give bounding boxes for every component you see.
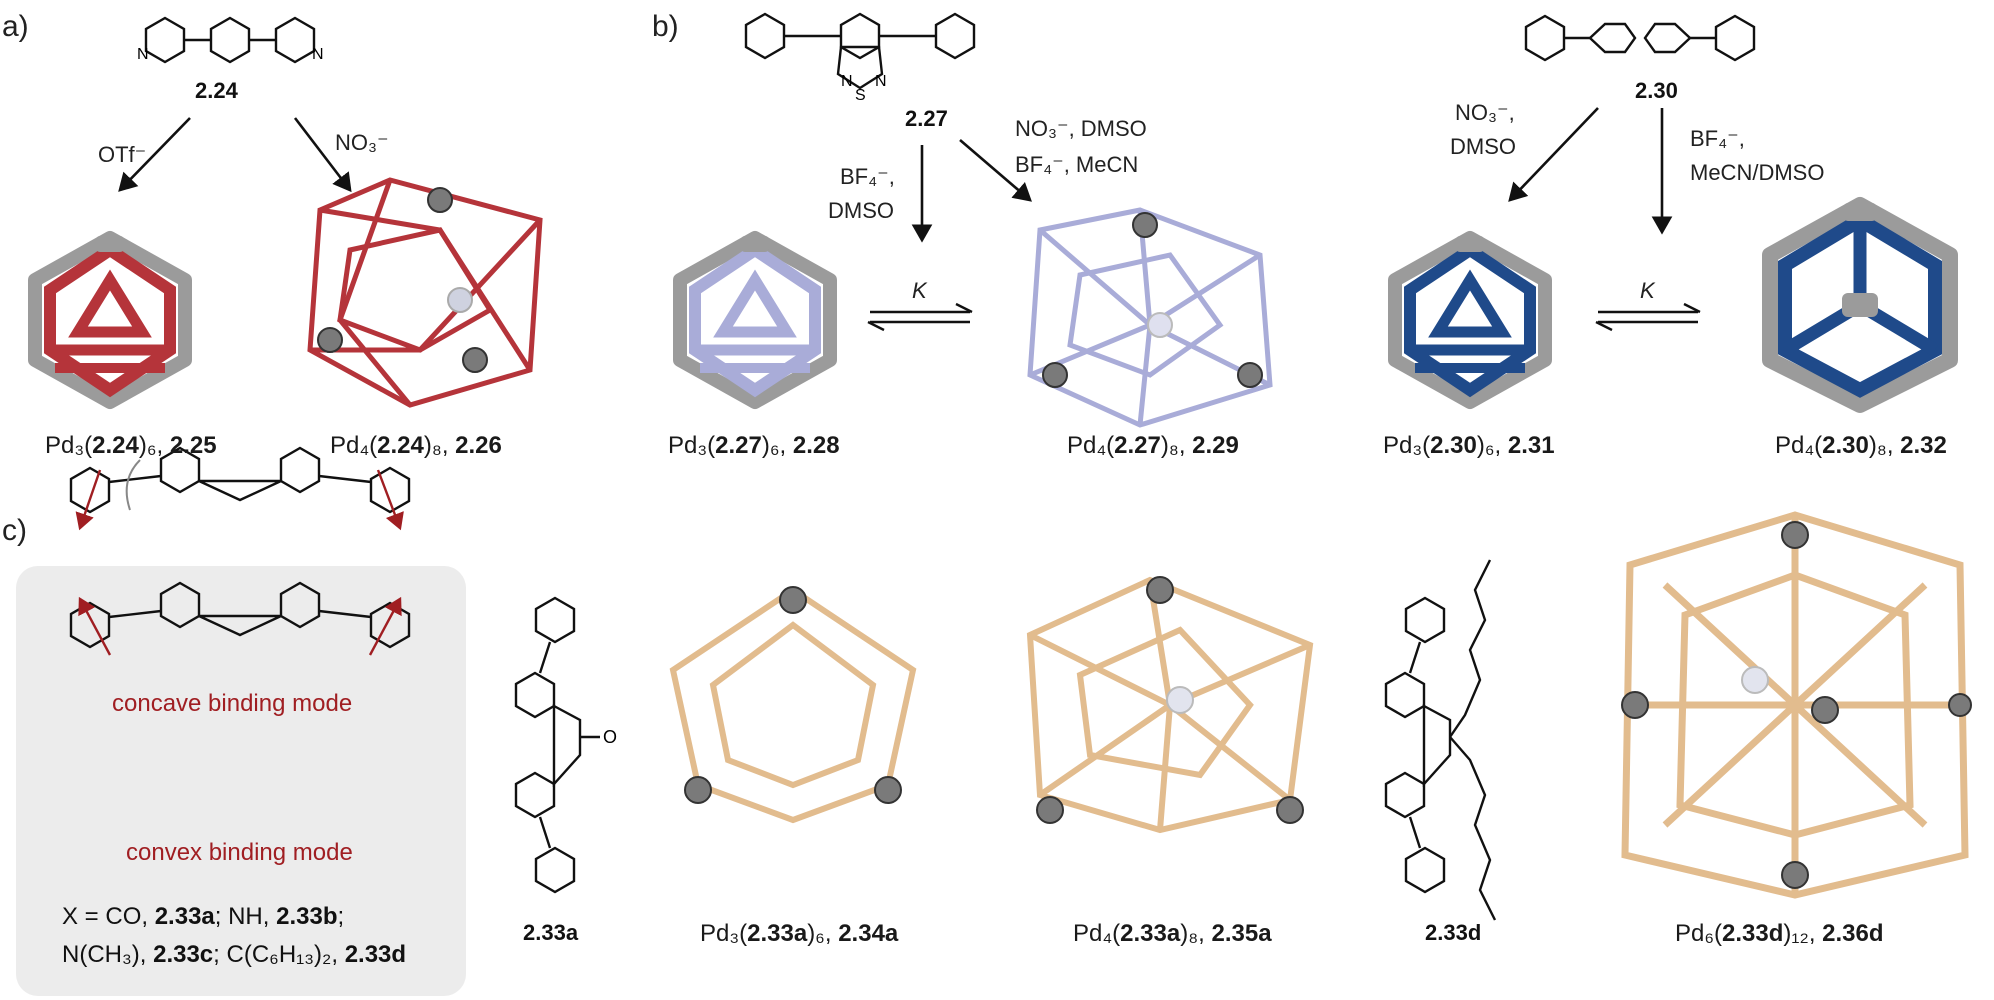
cage-2-28-schematic — [673, 231, 837, 409]
ligand-2-33a-structure — [514, 596, 600, 894]
label-2-25: Pd₃(2.24)₆, 2.25 — [45, 432, 217, 459]
cage-2-34a-crystal — [669, 586, 917, 824]
cage-2-32-schematic — [1762, 197, 1958, 413]
compound-2-33a: 2.33a — [523, 920, 579, 945]
cage-2-36d-crystal — [1621, 511, 1972, 899]
label-2-34a: Pd₃(2.33a)₆, 2.34a — [700, 920, 899, 947]
label-2-26: Pd₄(2.24)₈, 2.26 — [330, 432, 502, 459]
cage-2-25-schematic — [28, 231, 192, 409]
compound-2-30: 2.30 — [1635, 78, 1678, 103]
arrow-no3-a — [293, 117, 352, 193]
cage-2-29-crystal — [1027, 207, 1273, 428]
label-2-31: Pd₃(2.30)₆, 2.31 — [1383, 432, 1555, 459]
atom-n-2: N — [312, 46, 324, 63]
condition-no3-a: NO₃⁻ — [335, 130, 389, 155]
equilibrium-k-2: K — [1640, 278, 1655, 303]
concave-ligand-drawing — [69, 446, 411, 531]
label-2-32: Pd₄(2.30)₈, 2.32 — [1775, 432, 1947, 459]
atom-s-1: S — [855, 87, 866, 104]
atom-o-1: O — [603, 727, 617, 747]
compound-2-27: 2.27 — [905, 106, 948, 131]
condition-bf4-dmso-1: BF₄⁻, — [840, 164, 895, 189]
ligand-2-27-structure — [744, 12, 976, 90]
arrow-otf — [118, 117, 191, 192]
cage-2-26-crystal — [307, 177, 543, 408]
concave-binding-mode-label: concave binding mode — [112, 690, 353, 717]
ligand-2-33d-structure — [1384, 559, 1497, 921]
equilibrium-arrow-2 — [1595, 302, 1701, 332]
condition-bf4-mecn: BF₄⁻, MeCN — [1015, 152, 1139, 177]
binding-mode-box — [16, 566, 466, 996]
atom-n-1: N — [137, 46, 149, 63]
compound-2-33d: 2.33d — [1425, 920, 1482, 945]
panel-label-c: c) — [2, 514, 27, 547]
equilibrium-k-1: K — [912, 278, 927, 303]
condition-no3-c-2: DMSO — [1450, 134, 1516, 159]
label-2-28: Pd₃(2.27)₆, 2.28 — [668, 432, 840, 459]
atom-n-4: N — [875, 73, 887, 90]
ligand-2-24-structure — [144, 16, 316, 64]
condition-no3-c-1: NO₃⁻, — [1455, 100, 1515, 125]
condition-otf: OTf⁻ — [98, 142, 147, 167]
arrow-no3-dmso-c — [1508, 107, 1599, 202]
cage-2-31-schematic — [1388, 231, 1552, 409]
label-2-35a: Pd₄(2.33a)₈, 2.35a — [1073, 920, 1272, 947]
equilibrium-arrow-1 — [867, 302, 973, 332]
panel-label-b: b) — [652, 10, 679, 43]
atom-n-3: N — [841, 73, 853, 90]
label-2-29: Pd₄(2.27)₈, 2.29 — [1067, 432, 1239, 459]
compound-2-24: 2.24 — [195, 78, 238, 103]
arrow-no3-dmso — [959, 139, 1032, 202]
panel-label-a: a) — [2, 10, 29, 43]
condition-bf4-c-1: BF₄⁻, — [1690, 126, 1745, 151]
x-substituent-line-1: X = CO, 2.33a; NH, 2.33b; — [62, 903, 345, 930]
cage-2-35a-crystal — [1026, 576, 1314, 834]
convex-ligand-drawing — [69, 581, 411, 656]
condition-bf4-dmso-2: DMSO — [828, 198, 894, 223]
convex-binding-mode-label: convex binding mode — [126, 839, 353, 866]
ligand-2-30-structure — [1524, 14, 1756, 62]
condition-no3-dmso: NO₃⁻, DMSO — [1015, 116, 1147, 141]
label-2-36d: Pd₆(2.33d)₁₂, 2.36d — [1675, 920, 1884, 947]
condition-bf4-c-2: MeCN/DMSO — [1690, 160, 1825, 185]
x-substituent-line-2: N(CH₃), 2.33c; C(C₆H₁₃)₂, 2.33d — [62, 941, 407, 968]
